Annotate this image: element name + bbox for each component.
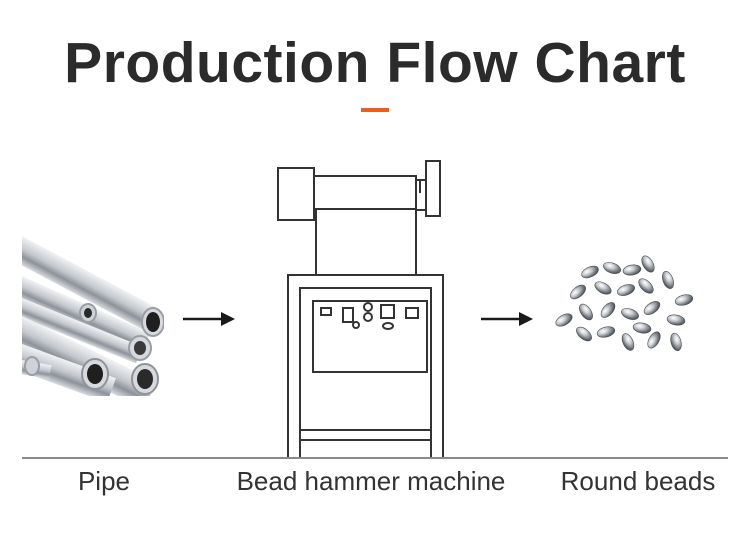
step-label-pipe: Pipe xyxy=(77,466,131,496)
step-label-beads: Round beads xyxy=(560,466,716,496)
ground-line xyxy=(22,457,728,459)
arrow-right-icon xyxy=(183,312,235,326)
step-label-machine: Bead hammer machine xyxy=(236,466,506,496)
bead-hammer-machine-drawing xyxy=(277,160,444,459)
page-title: Production Flow Chart xyxy=(64,31,686,95)
title-accent-bar xyxy=(361,108,389,112)
round-beads-image xyxy=(555,255,694,352)
steel-pipes-image xyxy=(22,236,164,396)
arrow-right-icon xyxy=(481,312,533,326)
